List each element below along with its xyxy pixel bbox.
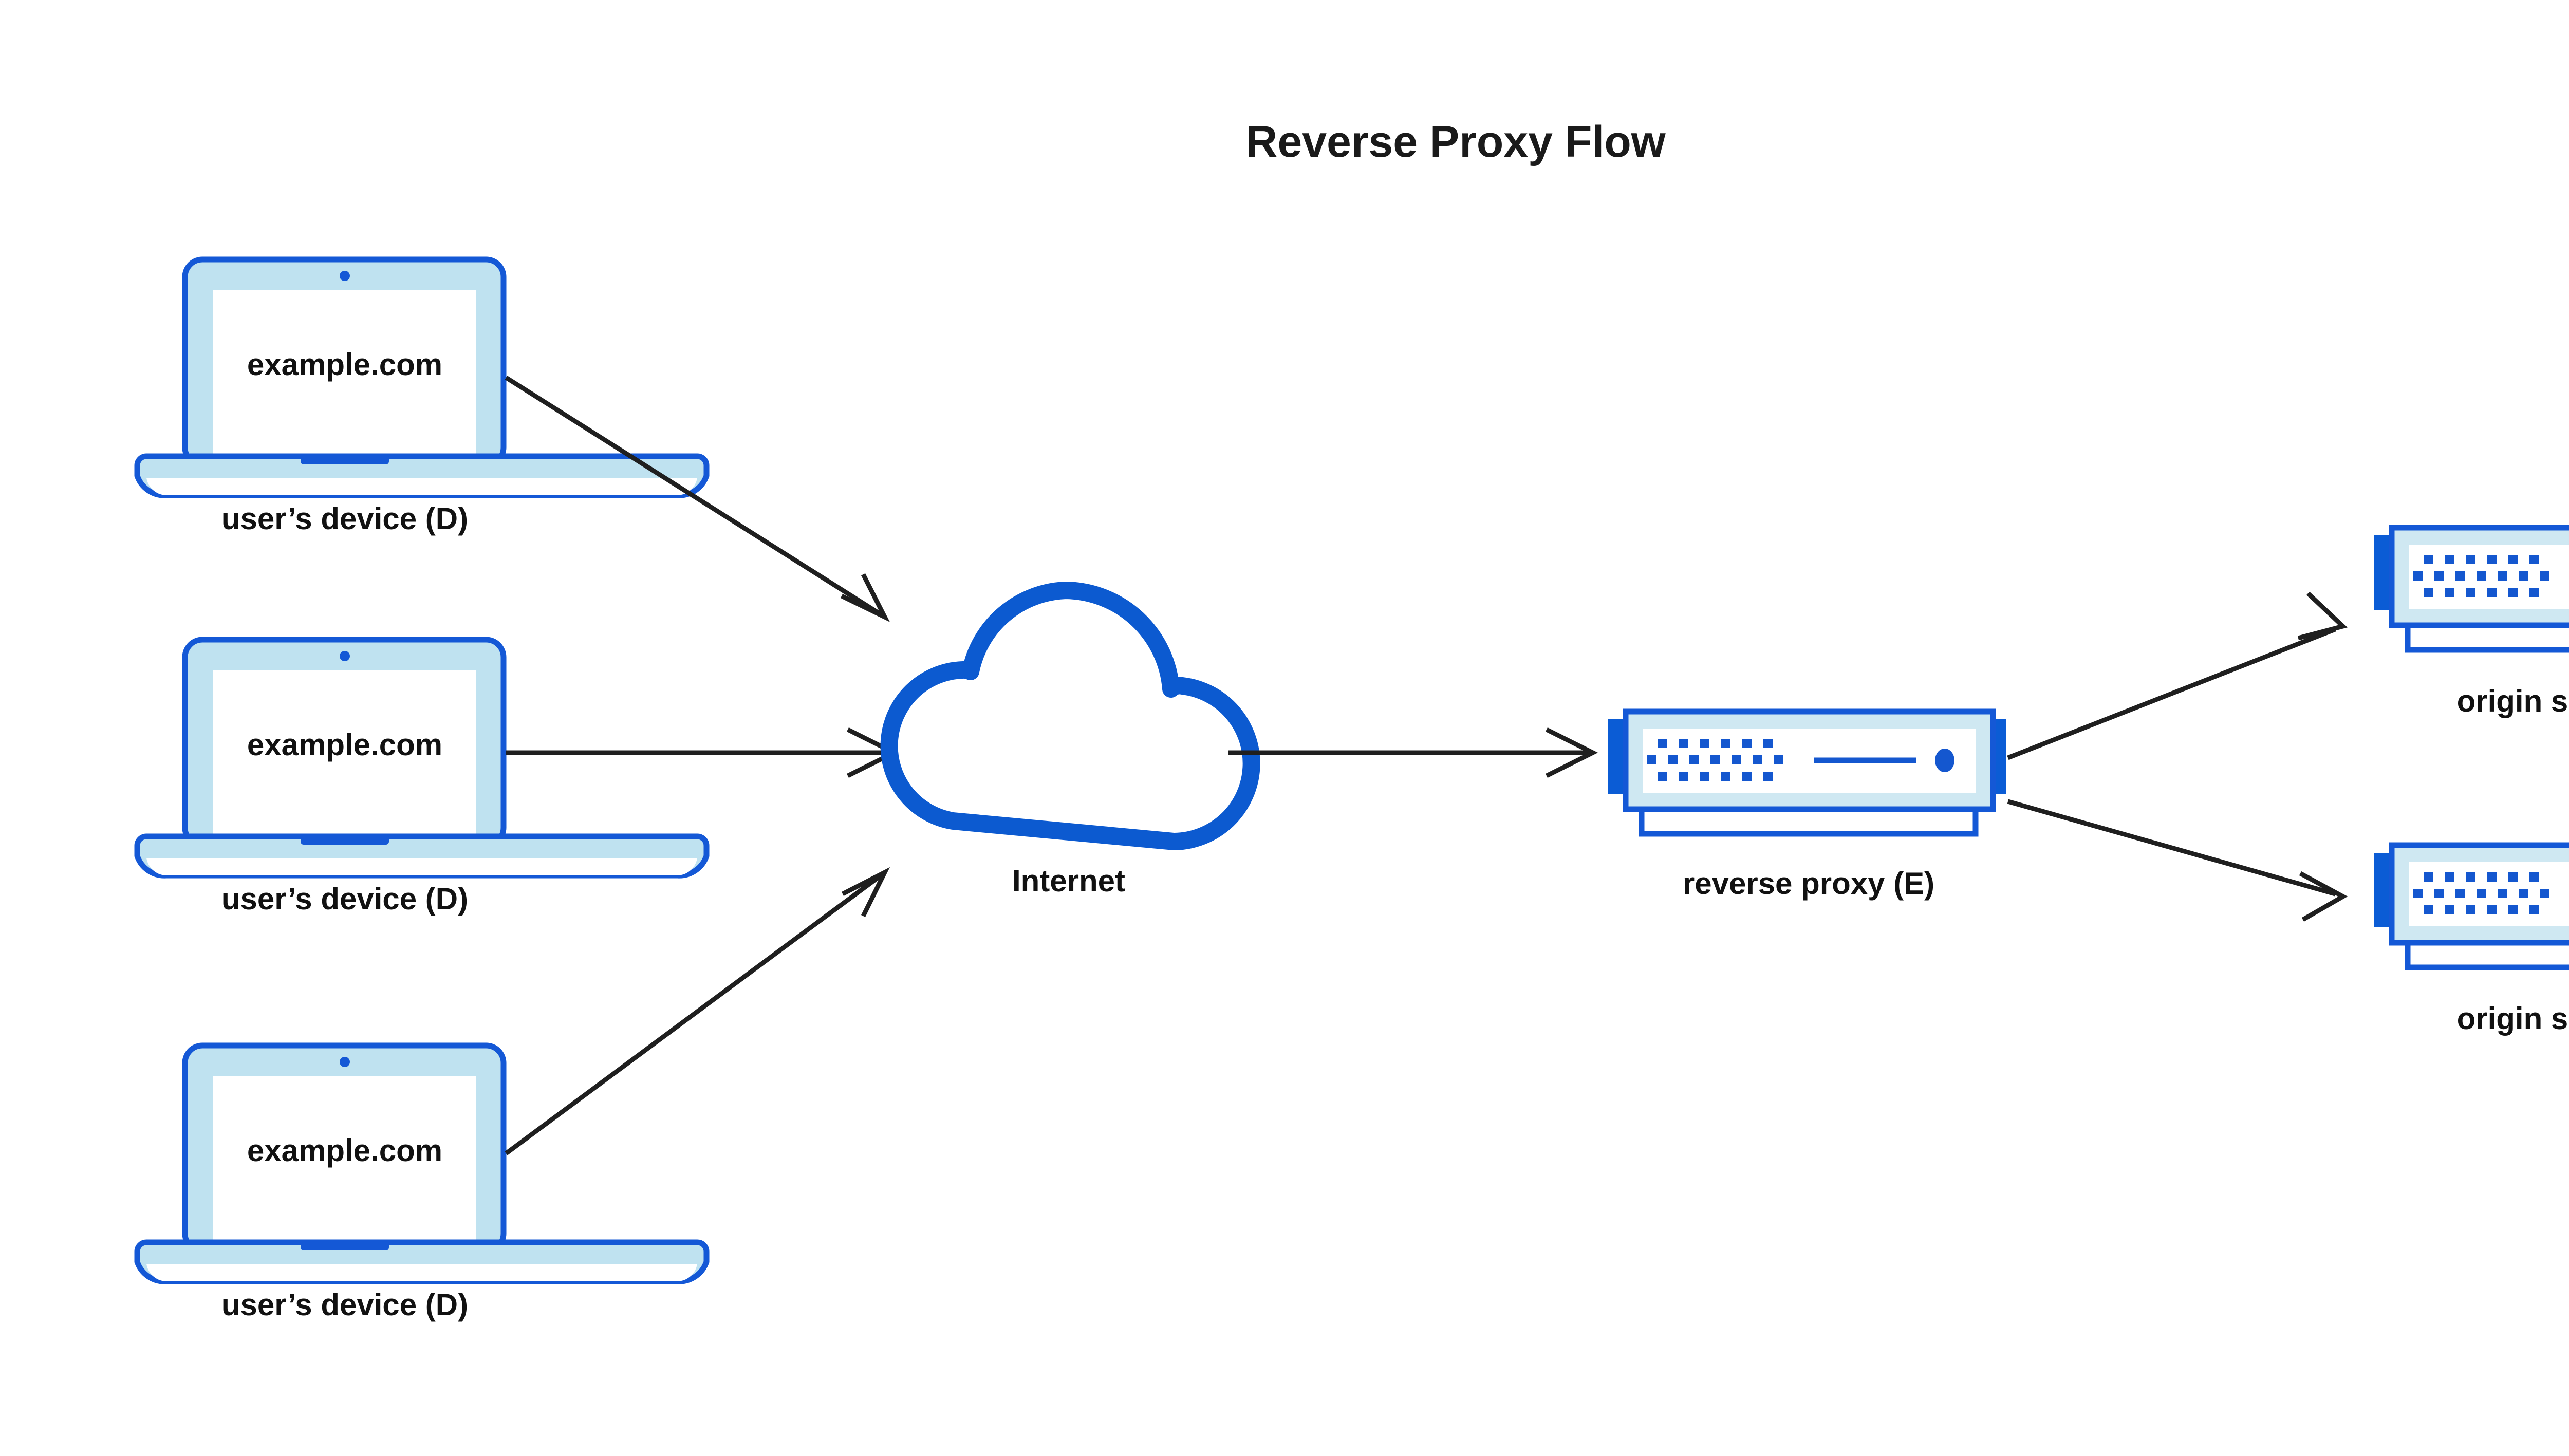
client-label: user’s device (D)	[221, 501, 468, 536]
laptop-notch-icon	[301, 836, 389, 845]
server-vent-grid-icon	[2413, 872, 2549, 914]
origin-server-label: origin server (F)	[2457, 1001, 2569, 1036]
client-screen-text: example.com	[247, 347, 442, 382]
laptop-screen	[213, 670, 476, 840]
reverse-proxy-node[interactable]: reverse proxy (E)	[1608, 708, 2006, 901]
edge-internet-to-proxy	[1228, 727, 1598, 778]
server-icon	[2374, 525, 2569, 653]
laptop-base-lip	[146, 858, 697, 876]
server-status-led-icon	[1935, 749, 1954, 772]
client-node-3[interactable]: example.com user’s device (D)	[134, 1042, 710, 1322]
server-icon	[2374, 842, 2569, 970]
edge-proxy-to-origin1	[2007, 591, 2348, 760]
laptop-notch-icon	[301, 456, 389, 464]
origin-server-node-1[interactable]: origin server (F)	[2374, 525, 2569, 718]
client-screen-text: example.com	[247, 727, 442, 762]
server-vent-grid-icon	[1647, 739, 1783, 781]
internet-label: Internet	[1012, 864, 1125, 898]
origin-server-node-2[interactable]: origin server (F)	[2374, 842, 2569, 1036]
page-title: Reverse Proxy Flow	[1245, 117, 1666, 166]
reverse-proxy-label: reverse proxy (E)	[1683, 866, 1934, 901]
laptop-camera-icon	[340, 651, 350, 661]
origin-server-label: origin server (F)	[2457, 684, 2569, 718]
internet-node[interactable]: Internet	[880, 582, 1260, 898]
laptop-screen	[213, 1076, 476, 1246]
client-node-2[interactable]: example.com user’s device (D)	[134, 637, 710, 916]
client-label: user’s device (D)	[221, 882, 468, 916]
laptop-base-lip	[146, 478, 697, 496]
laptop-notch-icon	[301, 1242, 389, 1250]
edge-client1-to-internet	[505, 376, 890, 622]
cloud-icon	[880, 582, 1260, 850]
laptop-camera-icon	[340, 271, 350, 281]
edge-client3-to-internet	[505, 867, 890, 1155]
edge-client2-to-internet	[506, 727, 900, 778]
laptop-icon	[134, 256, 710, 498]
laptop-camera-icon	[340, 1057, 350, 1067]
laptop-icon	[134, 637, 710, 879]
edge-proxy-to-origin2	[2007, 799, 2348, 922]
server-vent-grid-icon	[2413, 555, 2549, 597]
client-screen-text: example.com	[247, 1133, 442, 1168]
client-node-1[interactable]: example.com user’s device (D)	[134, 256, 710, 536]
server-icon	[1608, 708, 2006, 837]
laptop-screen	[213, 290, 476, 460]
laptop-icon	[134, 1042, 710, 1284]
client-label: user’s device (D)	[221, 1287, 468, 1322]
laptop-base-lip	[146, 1264, 697, 1282]
